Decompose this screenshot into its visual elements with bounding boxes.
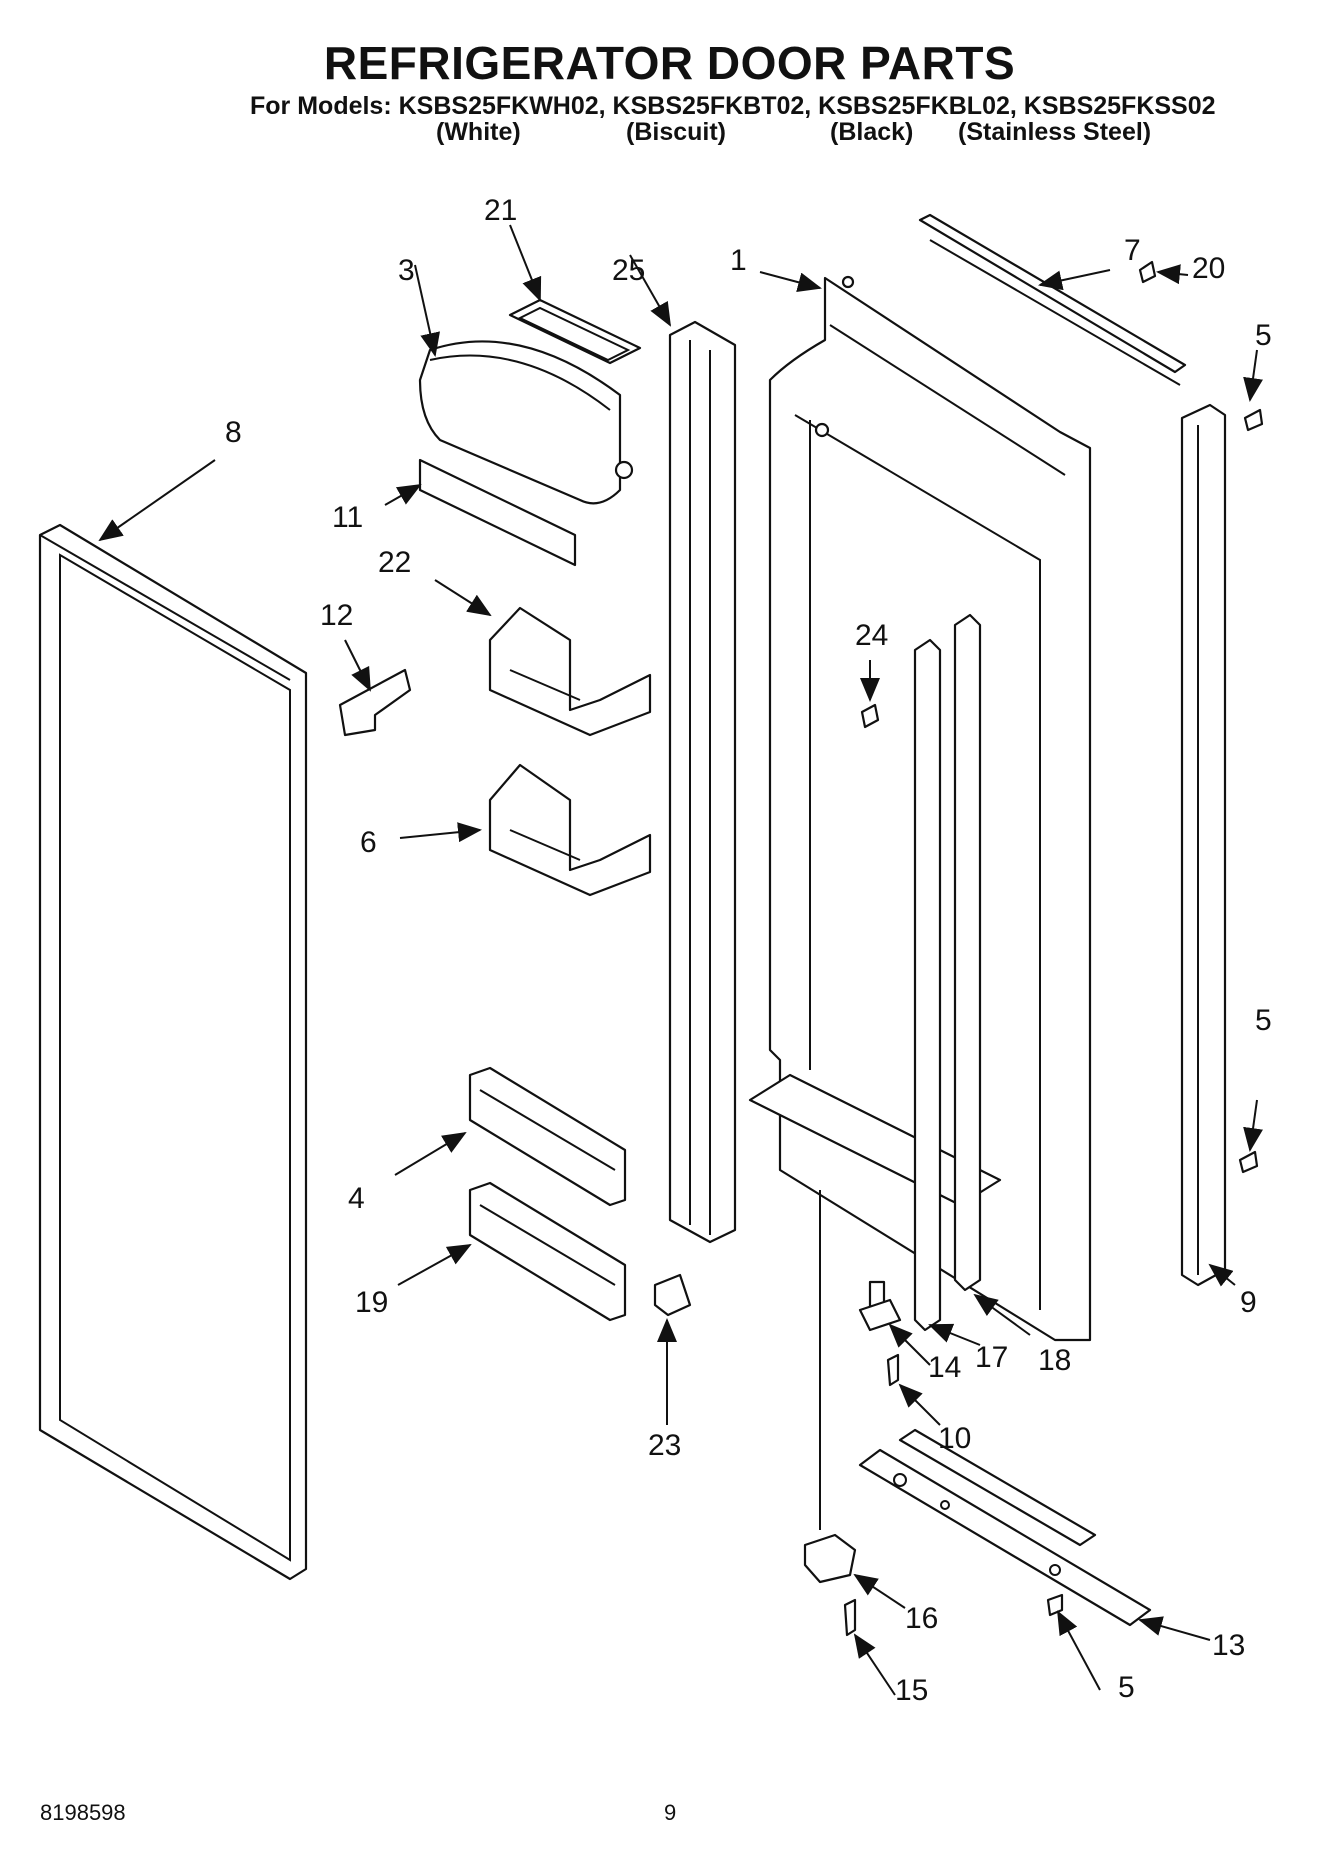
callout-6: 6 [360, 826, 377, 859]
leader-lines [98, 224, 1263, 1696]
dairy-bin-tray [508, 298, 642, 365]
clip [653, 1273, 692, 1317]
variant-stainless-steel: (Stainless Steel) [958, 118, 1152, 146]
callout-24: 24 [855, 619, 888, 652]
callout-18: 18 [1038, 1344, 1071, 1377]
variant-black: (Black) [830, 118, 914, 146]
callout-10: 10 [938, 1422, 971, 1455]
callout-15: 15 [895, 1674, 928, 1707]
upper-door-bin [488, 606, 652, 737]
callout-5-middle: 5 [1255, 1004, 1272, 1037]
callout-16: 16 [905, 1602, 938, 1635]
shelf-trim-upper [468, 1066, 627, 1207]
bracket [338, 668, 412, 737]
callout-14: 14 [928, 1351, 961, 1384]
callout-labels: 1 3 4 5 5 5 6 7 8 9 10 11 12 13 14 15 16… [225, 194, 1272, 1707]
hinge-block [803, 1533, 857, 1584]
callout-4: 4 [348, 1182, 365, 1215]
callout-9: 9 [1240, 1286, 1257, 1319]
bottom-bracket [858, 1428, 1152, 1627]
door-bin [488, 763, 652, 897]
callout-1: 1 [730, 244, 747, 277]
callout-11: 11 [332, 501, 363, 534]
variant-white: (White) [436, 118, 521, 146]
shelf-trim-lower [468, 1181, 627, 1322]
callout-7: 7 [1124, 234, 1141, 267]
callout-12: 12 [320, 599, 353, 632]
callout-5-bottom: 5 [1118, 1671, 1135, 1704]
variant-biscuit: (Biscuit) [626, 118, 726, 146]
channel-17 [913, 638, 942, 1332]
channel-18 [953, 613, 982, 1292]
callout-13: 13 [1212, 1629, 1245, 1662]
callout-25: 25 [612, 254, 645, 287]
door-gasket [38, 523, 308, 1581]
callout-8: 8 [225, 416, 242, 449]
page-number: 9 [664, 1800, 677, 1825]
callout-22: 22 [378, 546, 411, 579]
callout-17: 17 [975, 1341, 1008, 1374]
callout-19: 19 [355, 1286, 388, 1319]
callout-3: 3 [398, 254, 415, 287]
dairy-trim [418, 458, 577, 567]
callout-23: 23 [648, 1429, 681, 1462]
callout-5-top: 5 [1255, 319, 1272, 352]
hinge-side-trim [1180, 403, 1227, 1287]
door-liner-strip [668, 320, 737, 1244]
top-trim [918, 213, 1187, 386]
callout-20: 20 [1192, 252, 1225, 285]
page-title: REFRIGERATOR DOOR PARTS [323, 37, 1016, 89]
document-number: 8198598 [40, 1800, 126, 1825]
models-line: For Models: KSBS25FKWH02, KSBS25FKBT02, … [250, 92, 1216, 120]
screws [843, 260, 1264, 1637]
hinge-pin [858, 1280, 902, 1332]
dairy-door [418, 340, 634, 505]
callout-21: 21 [484, 194, 517, 227]
